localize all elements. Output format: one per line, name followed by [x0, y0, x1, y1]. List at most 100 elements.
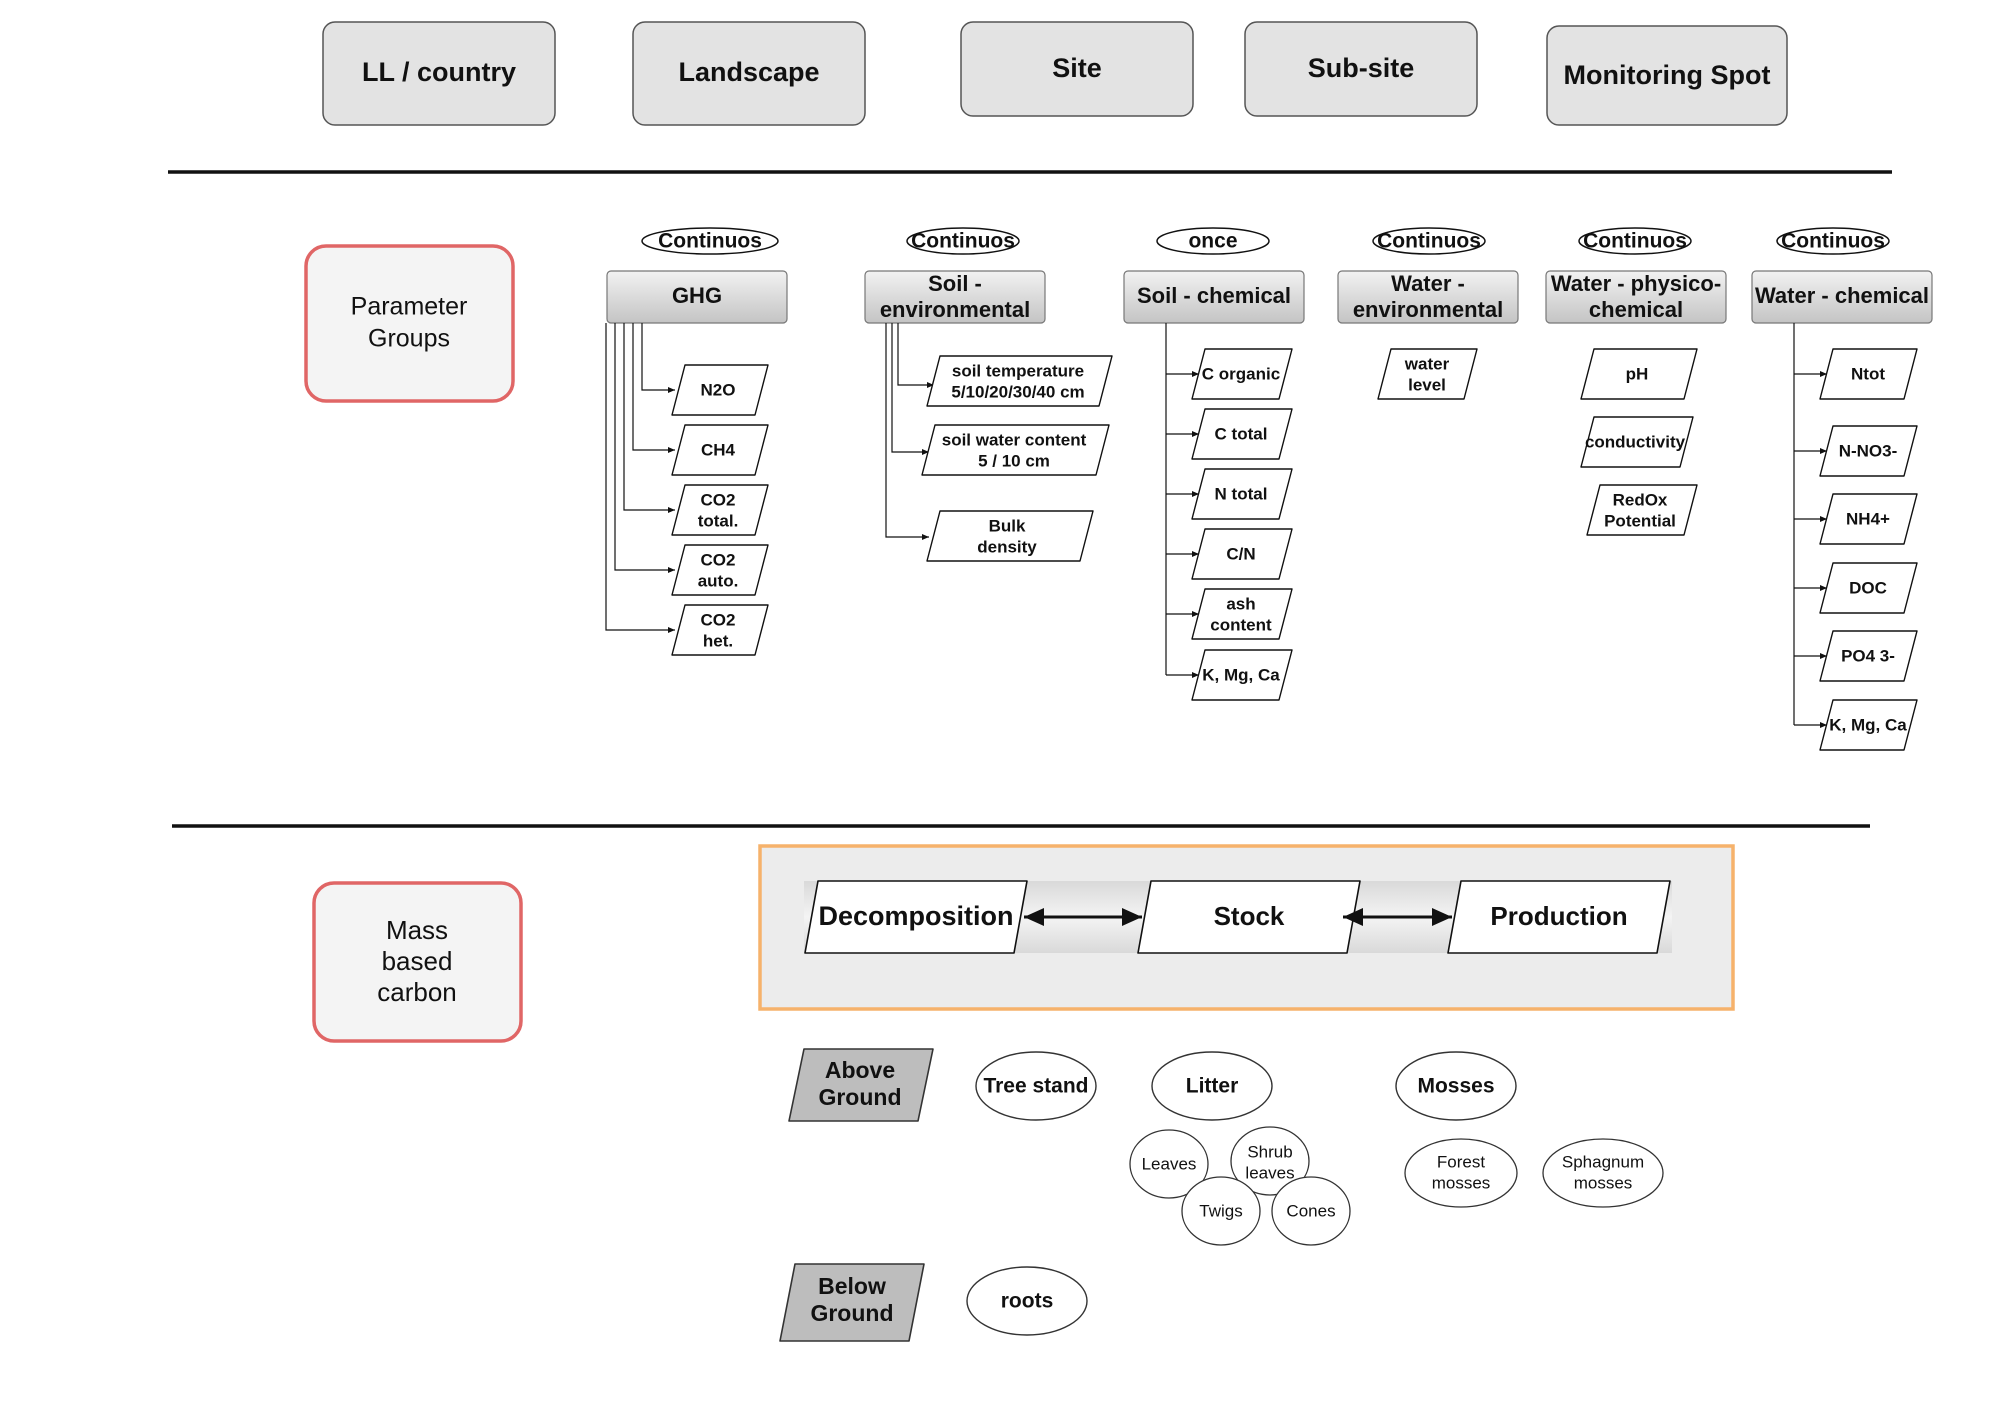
- param-n2o: N2O: [671, 364, 769, 416]
- frequency-ghg: Continuos: [641, 227, 779, 255]
- flow-decomposition: Decomposition: [804, 880, 1028, 954]
- param-label: C organic: [1202, 364, 1280, 383]
- moss-label-line-1: Forest: [1437, 1152, 1485, 1171]
- param-label: K, Mg, Ca: [1829, 715, 1907, 734]
- param-label: N total: [1215, 484, 1268, 503]
- group-header-ghg: GHG: [606, 270, 788, 324]
- param-co2-auto: CO2 auto.: [671, 544, 769, 596]
- group-header-water-environmental: Water - environmental: [1337, 270, 1519, 324]
- flow-label: Decomposition: [818, 901, 1013, 931]
- param-label-line-2: 5/10/20/30/40 cm: [951, 382, 1084, 401]
- group-name-line-1: Water -: [1391, 271, 1465, 296]
- param-doc: DOC: [1819, 562, 1918, 614]
- parameters-ghg: N2O CH4 CO2 total. CO2 auto. CO2 het.: [671, 364, 769, 656]
- param-bulk-density: Bulk density: [926, 510, 1094, 562]
- section-parameter-groups: Parameter Groups: [304, 244, 515, 403]
- litter-part-label: Leaves: [1142, 1154, 1197, 1173]
- param-po4: PO4 3-: [1819, 630, 1918, 682]
- litter-part-label: Twigs: [1199, 1201, 1242, 1220]
- level-monitoring-spot: Monitoring Spot: [1546, 25, 1788, 126]
- litter-shrub-leaves: Shrub leaves: [1230, 1126, 1310, 1196]
- group-name-line-1: Water - physico-: [1551, 271, 1721, 296]
- param-label-line-2: density: [977, 537, 1037, 556]
- frequency-label: Continuos: [658, 230, 762, 253]
- param-label-line-1: soil temperature: [952, 361, 1084, 380]
- param-n-total: N total: [1191, 468, 1293, 520]
- level-label: Landscape: [678, 57, 819, 87]
- parameters-soil-environmental: soil temperature 5/10/20/30/40 cm soil w…: [921, 355, 1113, 562]
- frequency-label: once: [1188, 230, 1237, 253]
- litter-twigs: Twigs: [1181, 1176, 1261, 1246]
- frequency-label: Continuos: [1583, 230, 1687, 253]
- group-name: Soil - chemical: [1137, 283, 1291, 308]
- param-nh4: NH4+: [1819, 493, 1918, 545]
- param-label: CH4: [701, 440, 736, 459]
- group-name-line-1: Soil -: [928, 271, 982, 296]
- pool-label: Litter: [1186, 1075, 1239, 1098]
- param-label-line-1: CO2: [701, 610, 736, 629]
- group-headers: GHG Soil - environmental Soil - chemical…: [606, 270, 1933, 324]
- param-conductivity: conductivity: [1580, 416, 1694, 468]
- param-label: Ntot: [1851, 364, 1885, 383]
- section-mass-based-carbon: Mass based carbon: [312, 881, 523, 1043]
- param-ntot: Ntot: [1819, 348, 1918, 400]
- param-label: DOC: [1849, 578, 1887, 597]
- group-header-soil-chemical: Soil - chemical: [1123, 270, 1305, 324]
- frequency-soil-chemical: once: [1156, 227, 1270, 255]
- param-label-line-2: content: [1210, 615, 1272, 634]
- litter-part-label: Cones: [1286, 1201, 1335, 1220]
- param-label: N2O: [701, 380, 736, 399]
- pool-below-ground: Below Ground: [779, 1263, 925, 1342]
- param-k-mg-ca-water: K, Mg, Ca: [1819, 699, 1918, 751]
- moss-label-line-2: mosses: [1574, 1173, 1633, 1192]
- level-sub-site: Sub-site: [1244, 21, 1478, 117]
- litter-part-label-line-1: Shrub: [1247, 1142, 1292, 1161]
- level-ll-country: LL / country: [322, 21, 556, 126]
- flow-label: Stock: [1214, 901, 1285, 931]
- param-label: conductivity: [1585, 432, 1686, 451]
- pool-mosses: Mosses: [1395, 1051, 1517, 1121]
- moss-label-line-2: mosses: [1432, 1173, 1491, 1192]
- pool-label: roots: [1001, 1290, 1054, 1313]
- param-label-line-1: RedOx: [1613, 490, 1668, 509]
- param-k-mg-ca: K, Mg, Ca: [1191, 649, 1293, 701]
- param-co2-het: CO2 het.: [671, 604, 769, 656]
- param-label-line-1: CO2: [701, 550, 736, 569]
- param-label-line-2: 5 / 10 cm: [978, 451, 1050, 470]
- group-header-water-chemical: Water - chemical: [1751, 270, 1933, 324]
- param-label: PO4 3-: [1841, 646, 1895, 665]
- level-label: Monitoring Spot: [1564, 60, 1771, 90]
- frequency-soil-environmental: Continuos: [906, 227, 1020, 255]
- param-label: C/N: [1226, 544, 1255, 563]
- litter-cones: Cones: [1271, 1176, 1351, 1246]
- pool-label-line-2: Ground: [818, 1084, 901, 1110]
- pool-litter: Litter: [1151, 1051, 1273, 1121]
- litter-part-label-line-2: leaves: [1245, 1163, 1294, 1182]
- level-label: Site: [1052, 53, 1102, 83]
- pool-label: Tree stand: [983, 1075, 1088, 1098]
- param-label-line-1: Bulk: [989, 516, 1026, 535]
- pool-roots: roots: [966, 1266, 1088, 1336]
- param-label: NH4+: [1846, 509, 1890, 528]
- pool-tree-stand: Tree stand: [975, 1051, 1097, 1121]
- flow-stock: Stock: [1137, 880, 1361, 954]
- flow-production: Production: [1447, 880, 1671, 954]
- param-n-no3: N-NO3-: [1819, 425, 1918, 477]
- pool-label-line-2: Ground: [810, 1300, 893, 1326]
- group-name: GHG: [672, 283, 722, 308]
- frequency-water-environmental: Continuos: [1372, 227, 1486, 255]
- parameters-soil-chemical: C organic C total N total C/N ash conten…: [1191, 348, 1293, 701]
- level-site: Site: [960, 21, 1194, 117]
- param-label-line-1: soil water content: [942, 430, 1087, 449]
- param-label-line-2: level: [1408, 375, 1446, 394]
- moss-forest-mosses: Forest mosses: [1404, 1138, 1518, 1208]
- param-co2-total: CO2 total.: [671, 484, 769, 536]
- group-name-line-2: environmental: [1353, 297, 1503, 322]
- param-soil-water-content: soil water content 5 / 10 cm: [921, 424, 1110, 476]
- param-label-line-1: ash: [1226, 594, 1255, 613]
- pool-label-line-1: Above: [825, 1057, 895, 1083]
- litter-leaves: Leaves: [1129, 1129, 1209, 1199]
- group-header-water-physico-chemical: Water - physico- chemical: [1545, 270, 1727, 324]
